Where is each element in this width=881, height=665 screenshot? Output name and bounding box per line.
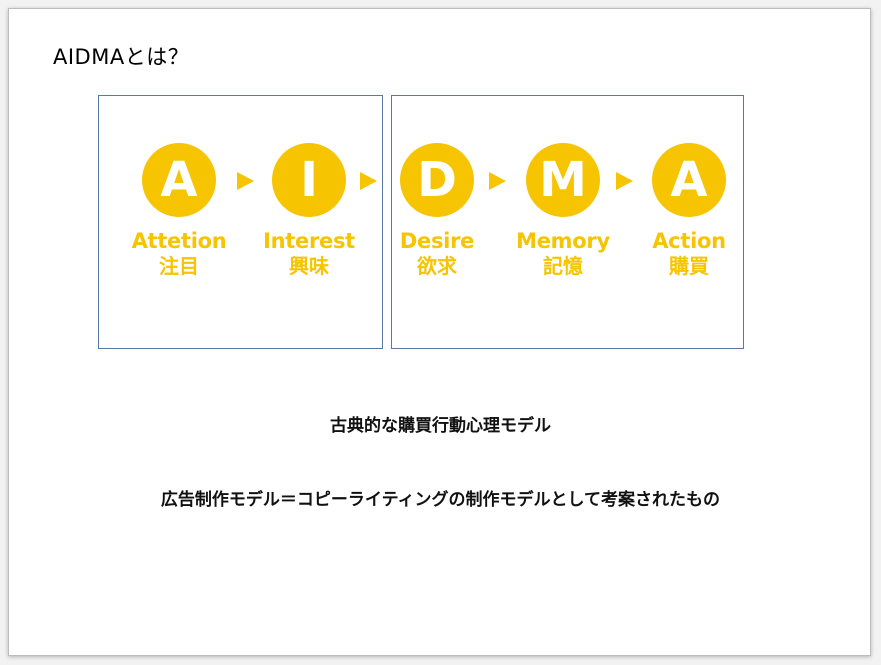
caption-classic-model: 古典的な購買行動心理モデル <box>330 416 551 436</box>
slide-title: AIDMAとは？ <box>53 45 190 69</box>
stage-english-label: Attetion <box>131 229 227 253</box>
arrow-right-icon <box>489 172 506 190</box>
stage-memory: M Memory 記憶 <box>503 143 623 276</box>
arrow-right-icon <box>360 172 377 190</box>
arrow-right-icon <box>237 172 254 190</box>
stage-letter-circle: M <box>526 143 600 217</box>
stage-english-label: Memory <box>516 229 610 253</box>
stage-interest: I Interest 興味 <box>249 143 369 276</box>
attention-interest-frame <box>98 95 383 349</box>
caption-advertising-model: 広告制作モデル＝コピーライティングの制作モデルとして考案されたもの <box>160 490 721 510</box>
stage-english-label: Interest <box>263 229 355 253</box>
stage-japanese-label: 興味 <box>289 254 329 278</box>
stage-action: A Action 購買 <box>629 143 749 276</box>
stage-japanese-label: 欲求 <box>417 254 457 278</box>
stage-japanese-label: 購買 <box>669 254 709 278</box>
stage-english-label: Action <box>652 229 726 253</box>
stage-desire: D Desire 欲求 <box>377 143 497 276</box>
stage-letter-circle: A <box>142 143 216 217</box>
stage-english-label: Desire <box>399 229 475 253</box>
stage-letter-circle: A <box>652 143 726 217</box>
stage-letter-circle: D <box>400 143 474 217</box>
stage-japanese-label: 記憶 <box>543 254 583 278</box>
stage-letter-circle: I <box>272 143 346 217</box>
arrow-right-icon <box>616 172 633 190</box>
desire-memory-action-frame <box>391 95 744 349</box>
stage-japanese-label: 注目 <box>159 254 199 278</box>
stage-attention: A Attetion 注目 <box>119 143 239 276</box>
slide: AIDMAとは？ A Attetion 注目 I Interest 興味 D D… <box>8 8 871 656</box>
